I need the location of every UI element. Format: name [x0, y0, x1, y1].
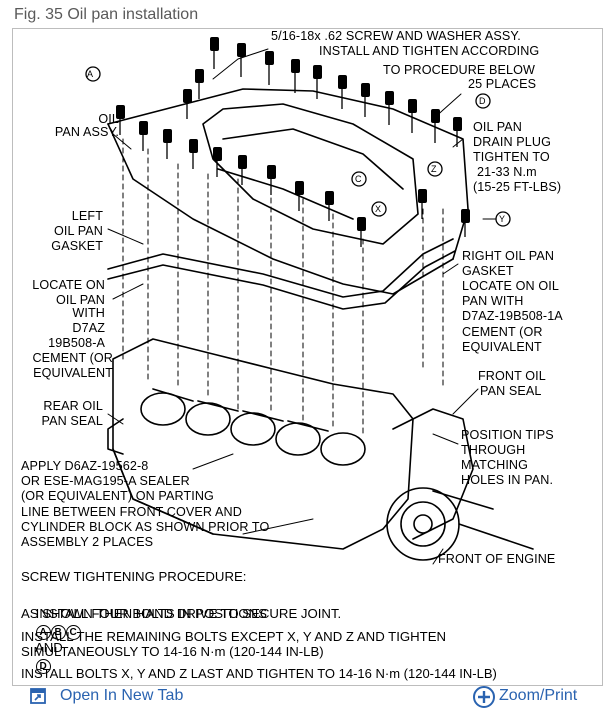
procedure-step2-line1: INSTALL THE REMAINING BOLTS EXCEPT X, Y … [21, 629, 447, 644]
tips-line3: MATCHING [461, 458, 529, 472]
apply-line5: CYLINDER BLOCK AS SHOWN PRIOR TO [21, 520, 270, 534]
oil-pan-assy-label-2: PAN ASSY. [54, 125, 119, 139]
apply-line2: OR ESE-MAG195-A SEALER [21, 474, 190, 488]
locate-line1: LOCATE ON [32, 278, 105, 292]
apply-line6: ASSEMBLY 2 PLACES [21, 535, 154, 549]
procedure-step1-cont: AS SHOWN THEN HAND DRIVE TO SECURE JOINT… [21, 606, 342, 621]
tips-line2: THROUGH [461, 443, 526, 457]
tips-line1: POSITION TIPS [461, 428, 554, 442]
procedure-step1-text: INSTALL FOUR BOLTS IN POSITIONS [35, 606, 267, 621]
screw-callout-line4: 25 PLACES [468, 77, 537, 91]
open-new-tab-link[interactable]: Open In New Tab [60, 687, 184, 704]
left-gasket-line2: OIL PAN [54, 224, 103, 238]
front-of-engine-label: FRONT OF ENGINE [438, 552, 556, 566]
left-gasket-line1: LEFT [71, 209, 103, 223]
rear-seal-line1: REAR OIL [43, 399, 103, 413]
procedure-heading: SCREW TIGHTENING PROCEDURE: [21, 569, 247, 584]
apply-line4: LINE BETWEEN FRONT COVER AND [21, 505, 242, 519]
procedure-step2-line2: SIMULTANEOUSLY TO 14-16 N·m (120-144 IN-… [21, 644, 324, 659]
tips-line4: HOLES IN PAN. [461, 473, 554, 487]
procedure-step1-and: AND [34, 640, 63, 655]
apply-line3: (OR EQUIVALENT) ON PARTING [21, 489, 214, 503]
figure-toolbar: Open In New Tab Zoom/Print [12, 685, 603, 713]
drain-plug-line4: 21-33 N.m [477, 165, 537, 179]
right-gasket-line6: CEMENT (OR [462, 325, 543, 339]
procedure-step3: INSTALL BOLTS X, Y AND Z LAST AND TIGHTE… [21, 666, 497, 681]
right-gasket-line2: GASKET [462, 264, 514, 278]
right-gasket-line3: LOCATE ON OIL [462, 279, 559, 293]
zoom-plus-icon[interactable] [472, 685, 496, 714]
locate-line6: CEMENT (OR [32, 351, 113, 365]
figure-title: Fig. 35 Oil pan installation [14, 6, 199, 23]
zoom-print-link[interactable]: Zoom/Print [499, 687, 578, 704]
drain-plug-line2: DRAIN PLUG [473, 135, 551, 149]
engine-oil-pan-drawing [85, 37, 534, 565]
open-new-tab-icon[interactable] [29, 687, 47, 710]
screw-callout-line1: 5/16-18x .62 SCREW AND WASHER ASSY. [271, 29, 521, 43]
screw-callout-line2: INSTALL AND TIGHTEN ACCORDING [319, 44, 540, 58]
drain-plug-line3: TIGHTEN TO [473, 150, 550, 164]
locate-line5: 19B508-A [48, 336, 105, 350]
locate-line3: WITH [72, 306, 105, 320]
locate-line4: D7AZ [72, 321, 105, 335]
front-seal-line2: PAN SEAL [480, 384, 542, 398]
drain-plug-line1: OIL PAN [473, 120, 522, 134]
rear-seal-line2: PAN SEAL [41, 414, 103, 428]
locate-line7: EQUIVALENT [33, 366, 113, 380]
right-gasket-line5: D7AZ-19B508-1A [462, 309, 563, 323]
front-seal-line1: FRONT OIL [478, 369, 546, 383]
position-c-marker: C [65, 625, 81, 640]
apply-line1: APPLY D6AZ-19562-8 [21, 459, 149, 473]
position-d-marker: D [35, 659, 51, 674]
right-gasket-line7: EQUIVALENT [462, 340, 542, 354]
right-gasket-line4: PAN WITH [462, 294, 524, 308]
oil-pan-assy-label-1: OIL [98, 112, 119, 126]
figure-frame: A D Z C X Y 5/16-18x .62 SCREW AND WASHE… [12, 28, 603, 686]
locate-line2: OIL PAN [56, 293, 105, 307]
left-gasket-line3: GASKET [51, 239, 103, 253]
right-gasket-line1: RIGHT OIL PAN [462, 249, 555, 263]
screw-callout-line3: TO PROCEDURE BELOW [383, 63, 536, 77]
drain-plug-line5: (15-25 FT-LBS) [473, 180, 562, 194]
